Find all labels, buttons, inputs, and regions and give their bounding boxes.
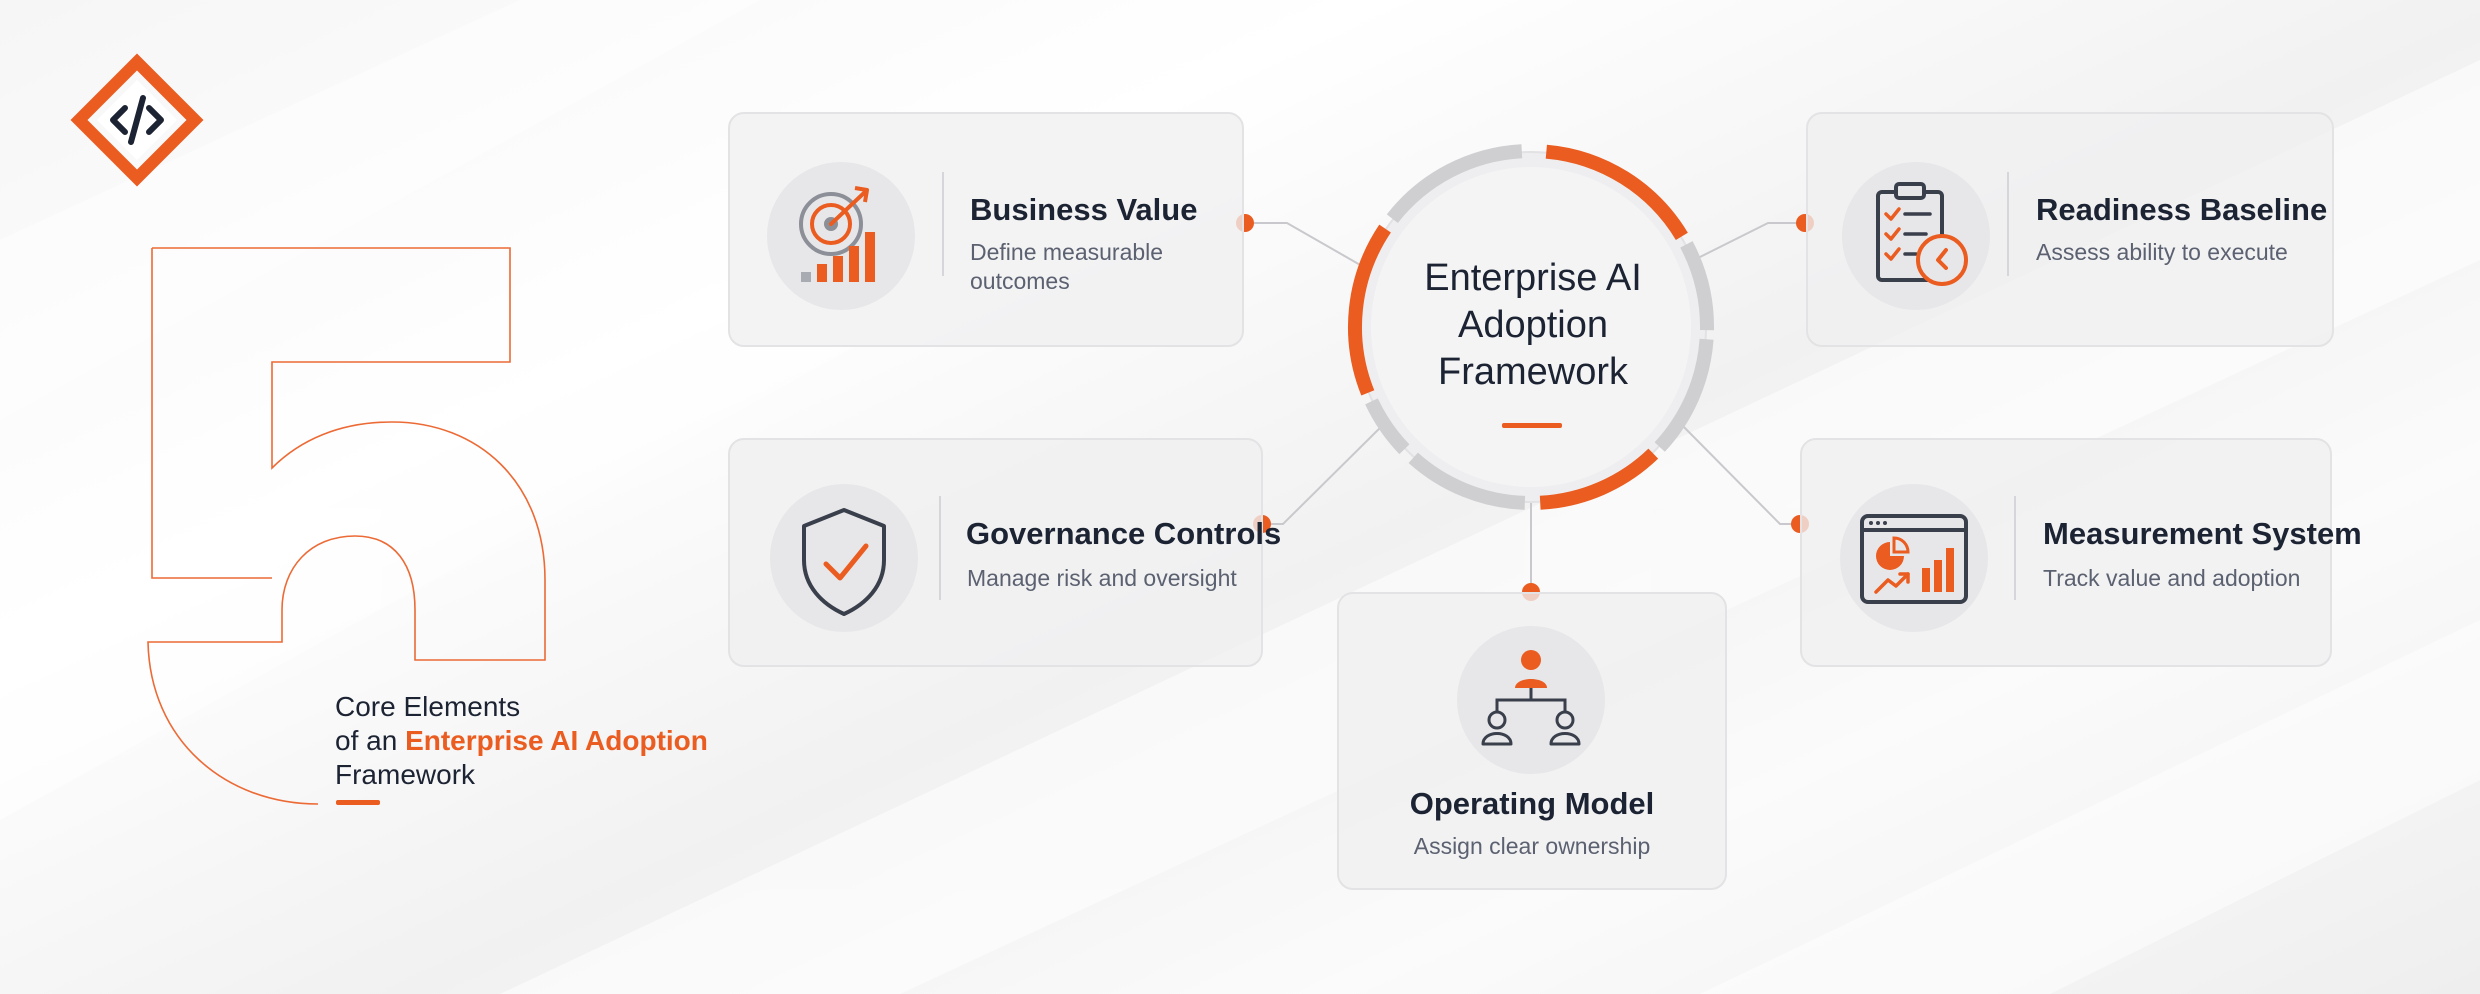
center-ring	[1348, 144, 1714, 510]
business-value-subtitle-line1: Define measurable	[970, 239, 1164, 265]
operating-model-title: Operating Model	[1409, 786, 1655, 821]
operating-model-subtitle: Assign clear ownership	[1413, 833, 1651, 859]
hero-line3: Framework	[335, 759, 476, 790]
ring-segment	[1348, 224, 1391, 396]
hero-line2-accent: Enterprise AI Adoption	[405, 725, 708, 756]
card-divider	[2007, 172, 2009, 276]
measurement-title: Measurement System	[2043, 516, 2362, 551]
business-value-title: Business Value	[970, 192, 1198, 227]
dashboard-chart-icon	[1840, 484, 1988, 632]
ring-segment	[1545, 144, 1688, 240]
hero-line1: Core Elements	[335, 691, 521, 722]
ring-segment	[1408, 452, 1526, 510]
hero-line2-prefix: of an	[335, 725, 406, 756]
hero-underline	[336, 800, 380, 805]
card-divider	[939, 496, 941, 600]
center-underline	[1502, 423, 1562, 428]
hero-caption: Core Elements of an Enterprise AI Adopti…	[335, 690, 708, 792]
card-governance-controls: Governance Controls Manage risk and over…	[728, 438, 1281, 667]
org-chart-icon	[1457, 626, 1605, 774]
center-title-line3: Framework	[1437, 351, 1629, 393]
card-divider	[2014, 496, 2016, 600]
readiness-subtitle: Assess ability to execute	[2036, 239, 2288, 265]
governance-title: Governance Controls	[966, 516, 1282, 551]
card-business-value: Business Value Define measurable outcome…	[728, 112, 1244, 347]
code-diamond-logo-icon	[70, 53, 204, 187]
ring-segment	[1680, 241, 1714, 331]
card-operating-model: Operating Model Assign clear ownership	[1337, 592, 1727, 890]
center-title-line1: Enterprise AI	[1424, 257, 1642, 299]
readiness-title: Readiness Baseline	[2036, 192, 2328, 227]
business-value-subtitle: Define measurable outcomes	[970, 238, 1163, 296]
ring-segment	[1654, 338, 1714, 452]
center-title-line2: Adoption	[1457, 304, 1608, 346]
center-title: Enterprise AI Adoption Framework	[1383, 255, 1683, 396]
ring-segment	[1539, 448, 1659, 510]
target-growth-icon	[767, 162, 915, 310]
shield-check-icon	[770, 484, 918, 632]
measurement-subtitle: Track value and adoption	[2043, 565, 2301, 591]
card-divider	[942, 172, 944, 276]
big-number-five-outline	[147, 247, 546, 805]
clipboard-clock-icon	[1842, 162, 1990, 310]
hero-line2: of an Enterprise AI Adoption	[335, 724, 708, 758]
big-number-five-stem	[151, 248, 272, 579]
business-value-subtitle-line2: outcomes	[970, 268, 1070, 294]
card-measurement-system: Measurement System Track value and adopt…	[1800, 438, 2362, 667]
governance-subtitle: Manage risk and oversight	[967, 565, 1237, 591]
ring-segment	[1386, 144, 1523, 224]
ring-segment	[1365, 398, 1410, 455]
card-readiness-baseline: Readiness Baseline Assess ability to exe…	[1806, 112, 2334, 347]
